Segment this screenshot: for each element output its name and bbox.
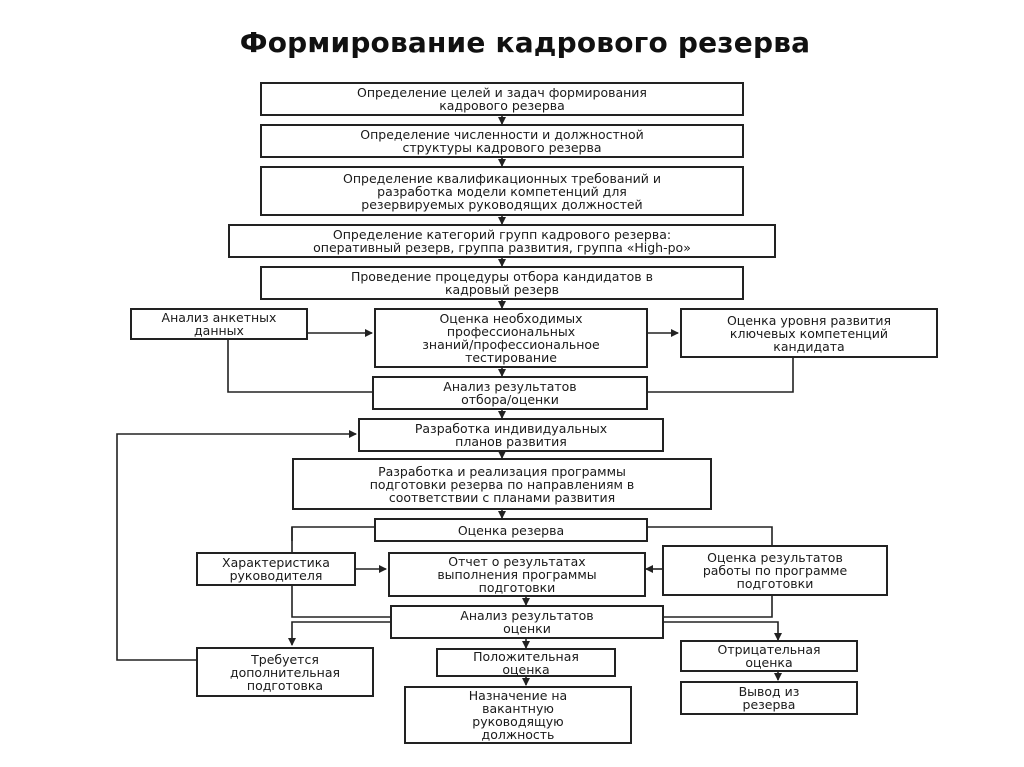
box-questionnaire: Анализ анкетных данных xyxy=(130,308,308,340)
box-headcount: Определение численности и должностной ст… xyxy=(260,124,744,158)
line-manager-eval-analysis xyxy=(291,586,390,618)
box-categories: Определение категорий групп кадрового ре… xyxy=(228,224,776,258)
diagram-title: Формирование кадрового резерва xyxy=(239,26,811,59)
box-competency-level: Оценка уровня развития ключевых компетен… xyxy=(680,308,938,358)
box-negative: Отрицательная оценка xyxy=(680,640,858,672)
box-knowledge-test: Оценка необходимых профессиональных знан… xyxy=(374,308,648,368)
line-work-eval-analysis xyxy=(664,596,773,618)
box-removal: Вывод из резерва xyxy=(680,681,858,715)
box-extra-training: Требуется дополнительная подготовка xyxy=(196,647,374,697)
box-goals: Определение целей и задач формирования к… xyxy=(260,82,744,116)
box-reserve-eval: Оценка резерва xyxy=(374,518,648,542)
arrow-feedback-loop xyxy=(116,430,357,661)
box-selection-analysis: Анализ результатов отбора/оценки xyxy=(372,376,648,410)
line-competency-analysis xyxy=(648,358,794,393)
box-positive: Положительная оценка xyxy=(436,648,616,677)
box-qualification: Определение квалификационных требований … xyxy=(260,166,744,216)
box-program-report: Отчет о результатах выполнения программы… xyxy=(388,552,646,597)
box-program: Разработка и реализация программы подгот… xyxy=(292,458,712,510)
box-eval-analysis: Анализ результатов оценки xyxy=(390,605,664,639)
box-idp: Разработка индивидуальных планов развити… xyxy=(358,418,664,452)
box-appointment: Назначение на вакантную руководящую долж… xyxy=(404,686,632,744)
box-selection: Проведение процедуры отбора кандидатов в… xyxy=(260,266,744,300)
line-questionnaire-analysis xyxy=(227,340,372,393)
box-manager-char: Характеристика руководителя xyxy=(196,552,356,586)
box-work-results: Оценка результатов работы по программе п… xyxy=(662,545,888,596)
